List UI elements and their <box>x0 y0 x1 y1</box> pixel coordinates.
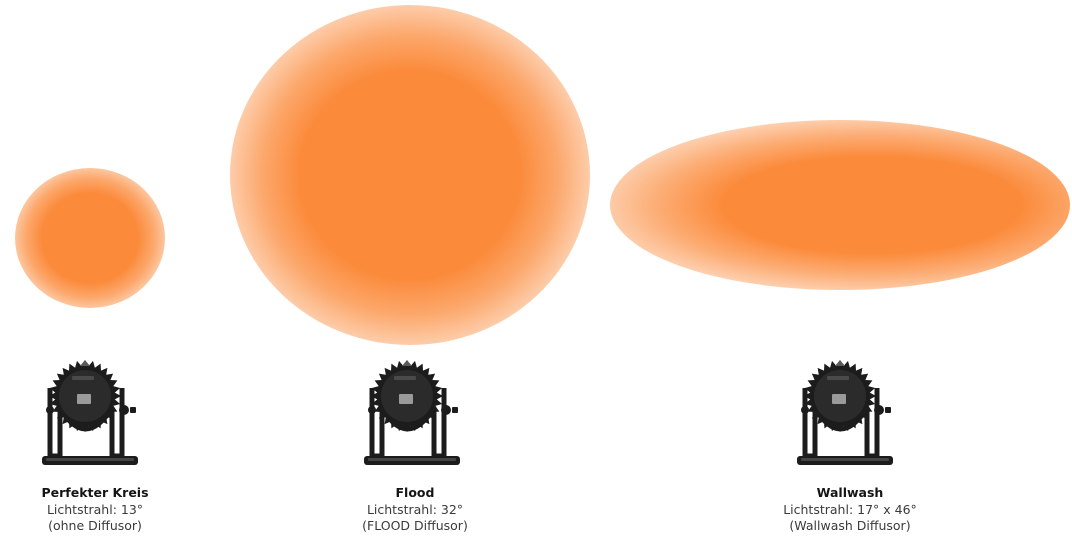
beam-wallwash <box>610 120 1070 290</box>
mode-name: Perfekter Kreis <box>41 485 149 500</box>
caption-perfect-circle: Perfekter Kreis Lichtstrahl: 13° (ohne D… <box>0 485 205 535</box>
mode-name: Flood <box>395 485 435 500</box>
fixture-flood-image <box>364 360 460 465</box>
diffuser-note: (FLOOD Diffusor) <box>362 518 468 533</box>
beam-angle: Lichtstrahl: 17° x 46° <box>783 501 917 517</box>
diffuser-note: (Wallwash Diffusor) <box>789 518 911 533</box>
beam-perfect-circle <box>15 168 165 308</box>
caption-flood: Flood Lichtstrahl: 32° (FLOOD Diffusor) <box>305 485 525 535</box>
fixture-wallwash-image <box>797 360 893 465</box>
diffuser-note: (ohne Diffusor) <box>48 518 142 533</box>
mode-name: Wallwash <box>816 485 884 500</box>
caption-wallwash: Wallwash Lichtstrahl: 17° x 46° (Wallwas… <box>740 485 960 535</box>
beam-angle: Lichtstrahl: 13° <box>46 501 144 517</box>
fixture-perfect-circle-image <box>42 360 138 465</box>
beam-flood <box>230 5 590 345</box>
beam-angle: Lichtstrahl: 32° <box>366 501 464 517</box>
